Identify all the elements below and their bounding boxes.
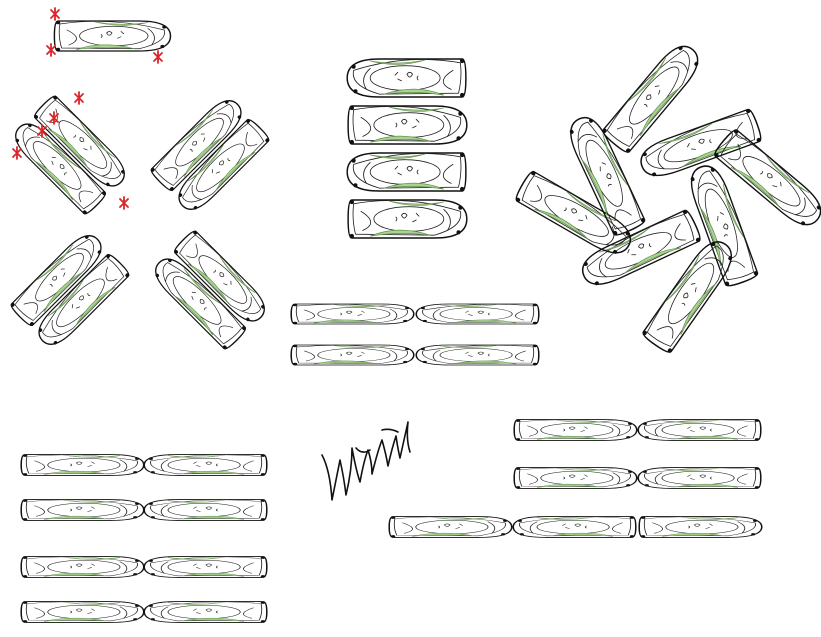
pinwheel bbox=[514, 39, 821, 355]
single-tile bbox=[54, 21, 170, 52]
two-by-two-flat bbox=[291, 304, 539, 365]
vertical-stack bbox=[347, 59, 467, 239]
marker-icon bbox=[47, 8, 162, 63]
two-by-four-grid bbox=[21, 454, 267, 622]
signature-icon bbox=[322, 422, 410, 500]
four-pair-cross bbox=[8, 92, 271, 352]
staircase bbox=[389, 419, 762, 537]
